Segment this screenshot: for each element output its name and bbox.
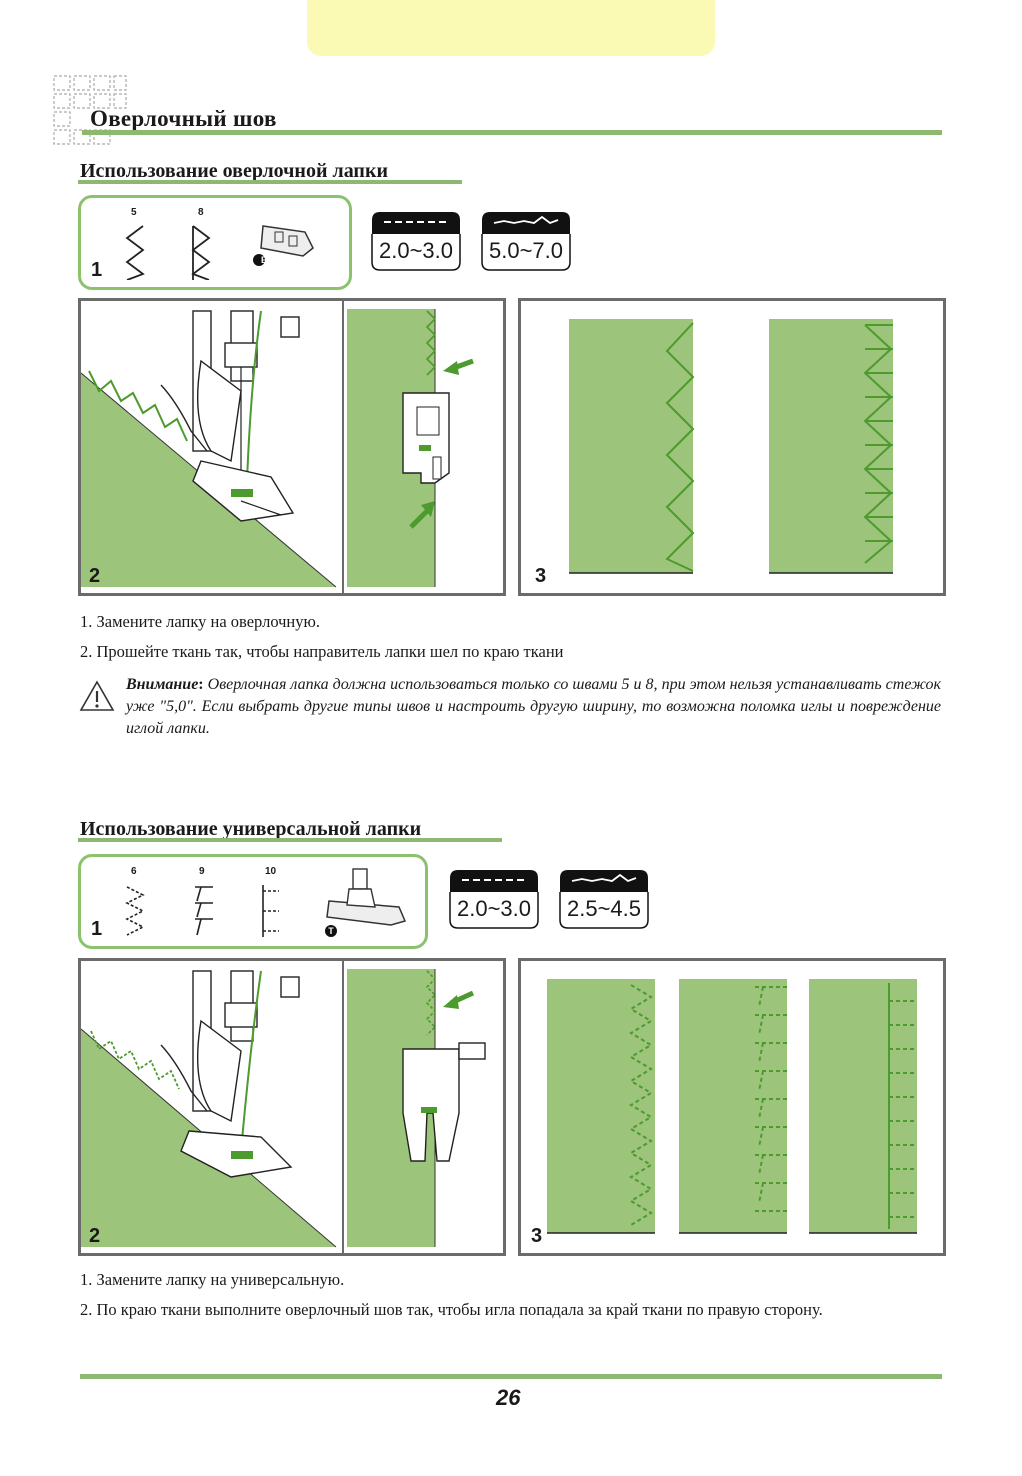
length-value: 2.0~3.0 bbox=[378, 238, 453, 263]
universal-heading-underline bbox=[78, 838, 502, 842]
overcast-stitch-10-icon bbox=[262, 885, 279, 937]
step-1: 1. Замените лапку на оверлочную. bbox=[80, 612, 320, 631]
figure-label: 3 bbox=[535, 565, 547, 587]
figure-label: 1 bbox=[91, 918, 103, 940]
overlock-presser-foot-icon bbox=[253, 225, 314, 266]
universal-stitch-samples-illustration bbox=[547, 979, 917, 1234]
stitch-width-setting: 2.5~4.5 bbox=[558, 868, 650, 930]
sewing-machine-universal-illustration bbox=[81, 961, 486, 1253]
step-2: 2. Прошейте ткань так, чтобы направитель… bbox=[80, 642, 564, 661]
universal-heading: Использование универсальной лапки bbox=[80, 818, 422, 840]
stitch-number: 6 bbox=[131, 866, 137, 877]
overlock-stitch-samples-illustration bbox=[569, 319, 893, 574]
stitch-number: 8 bbox=[198, 207, 204, 218]
figure-label: 2 bbox=[89, 565, 101, 587]
figure-2-frame: 2 bbox=[78, 298, 506, 596]
foot-letter: E bbox=[260, 255, 267, 265]
section-title: Оверлочный шов bbox=[90, 106, 277, 131]
note-text: Оверлочная лапка должна использоваться т… bbox=[126, 676, 941, 737]
stitch-number: 10 bbox=[265, 866, 277, 877]
page-number: 26 bbox=[496, 1385, 521, 1410]
title-rule bbox=[82, 130, 942, 135]
foot-letter: T bbox=[328, 926, 334, 936]
step-1: 1. Замените лапку на универсальную. bbox=[80, 1270, 345, 1289]
figure-label: 3 bbox=[531, 1225, 543, 1247]
overlock-stitch-5-icon bbox=[125, 225, 145, 280]
universal-presser-foot-icon bbox=[325, 868, 407, 937]
overlock-heading-underline bbox=[78, 180, 462, 184]
sewing-machine-overlock-illustration bbox=[81, 301, 474, 593]
length-value: 2.0~3.0 bbox=[456, 896, 531, 921]
stitch-number: 9 bbox=[199, 866, 205, 877]
stitch-selection-panel: 5 8 E 1 bbox=[78, 195, 352, 290]
footer-rule bbox=[80, 1374, 942, 1379]
warning-note: Внимание: Оверлочная лапка должна исполь… bbox=[126, 674, 941, 740]
overcast-stitch-6-icon bbox=[125, 886, 145, 936]
note-label: Внимание bbox=[126, 676, 199, 693]
stitch-number: 5 bbox=[131, 207, 137, 218]
width-value: 5.0~7.0 bbox=[488, 238, 563, 263]
step-2: 2. По краю ткани выполните оверлочный шо… bbox=[80, 1300, 823, 1319]
stitch-selection-panel: 6 9 10 T 1 bbox=[78, 854, 428, 949]
top-tab bbox=[307, 0, 715, 56]
overlock-heading: Использование оверлочной лапки bbox=[80, 160, 388, 182]
note-colon: : bbox=[198, 676, 204, 693]
figure-label: 1 bbox=[91, 259, 103, 281]
stitch-length-setting: 2.0~3.0 bbox=[370, 210, 462, 272]
figure-3-frame: 3 bbox=[518, 298, 946, 596]
warning-icon bbox=[79, 680, 115, 711]
stitch-length-setting: 2.0~3.0 bbox=[448, 868, 540, 930]
stitch-width-setting: 5.0~7.0 bbox=[480, 210, 572, 272]
width-value: 2.5~4.5 bbox=[566, 896, 641, 921]
figure-3-frame: 3 bbox=[518, 958, 946, 1256]
figure-2-frame: 2 bbox=[78, 958, 506, 1256]
overlock-stitch-8-icon bbox=[191, 225, 211, 280]
figure-label: 2 bbox=[89, 1225, 101, 1247]
overcast-stitch-9-icon bbox=[195, 886, 213, 936]
